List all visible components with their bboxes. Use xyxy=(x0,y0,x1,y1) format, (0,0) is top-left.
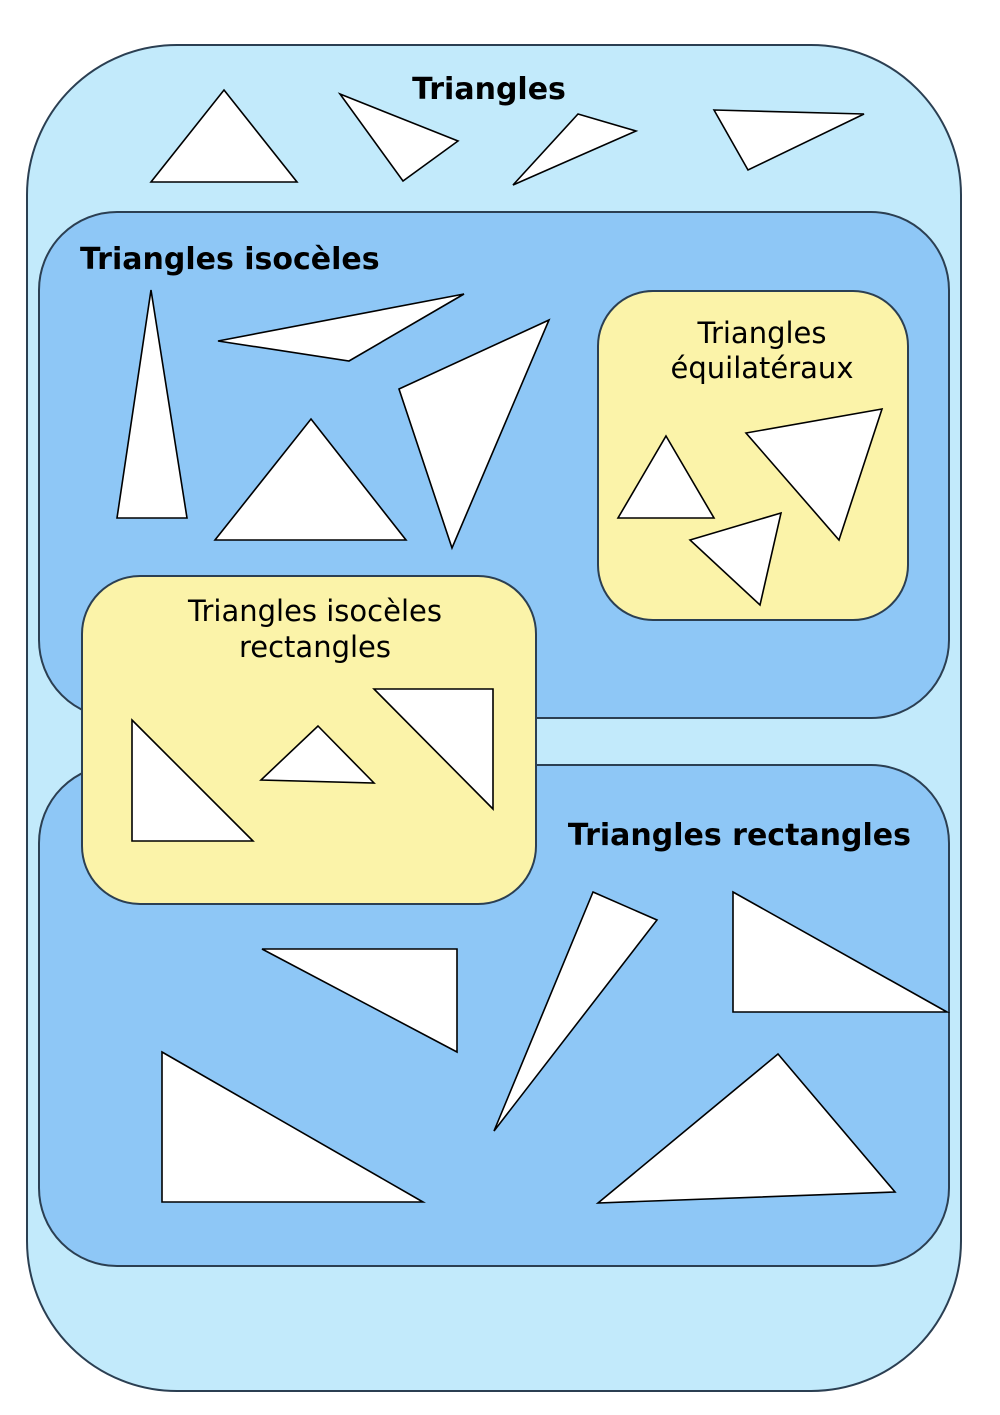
triangle-right-1 xyxy=(261,948,458,1054)
triangle-isosceles-1 xyxy=(116,289,188,519)
triangle-equilateral-3 xyxy=(688,511,783,607)
triangle-right-5 xyxy=(595,1052,897,1204)
triangle-equilateral-1 xyxy=(616,434,716,519)
triangle-generic-2 xyxy=(337,92,460,183)
triangle-right-2 xyxy=(493,890,659,1132)
label-equilateral-line1: Triangles xyxy=(697,316,827,350)
label-right-triangles: Triangles rectangles xyxy=(568,818,911,853)
triangle-generic-3 xyxy=(512,113,639,186)
triangle-isosceles-2 xyxy=(217,293,465,362)
triangle-generic-4 xyxy=(712,109,865,172)
label-equilateral-line2: équilatéraux xyxy=(671,351,854,385)
triangle-equilateral-2 xyxy=(744,407,884,542)
label-triangles: Triangles xyxy=(412,72,566,107)
label-isosceles-triangles: Triangles isocèles xyxy=(80,242,380,277)
triangle-isosceles-right-1 xyxy=(131,718,255,842)
triangle-right-3 xyxy=(732,890,951,1013)
triangle-right-4 xyxy=(161,1050,426,1203)
triangle-generic-1 xyxy=(149,88,299,183)
label-isosceles-right-line2: rectangles xyxy=(239,630,391,664)
triangle-isosceles-right-2 xyxy=(259,724,376,784)
triangle-isosceles-4 xyxy=(398,318,551,551)
region-equilateral-triangles xyxy=(597,290,909,621)
triangle-isosceles-right-3 xyxy=(372,688,494,811)
triangle-isosceles-3 xyxy=(213,417,408,541)
label-isosceles-right-line1: Triangles isocèles xyxy=(187,594,442,628)
